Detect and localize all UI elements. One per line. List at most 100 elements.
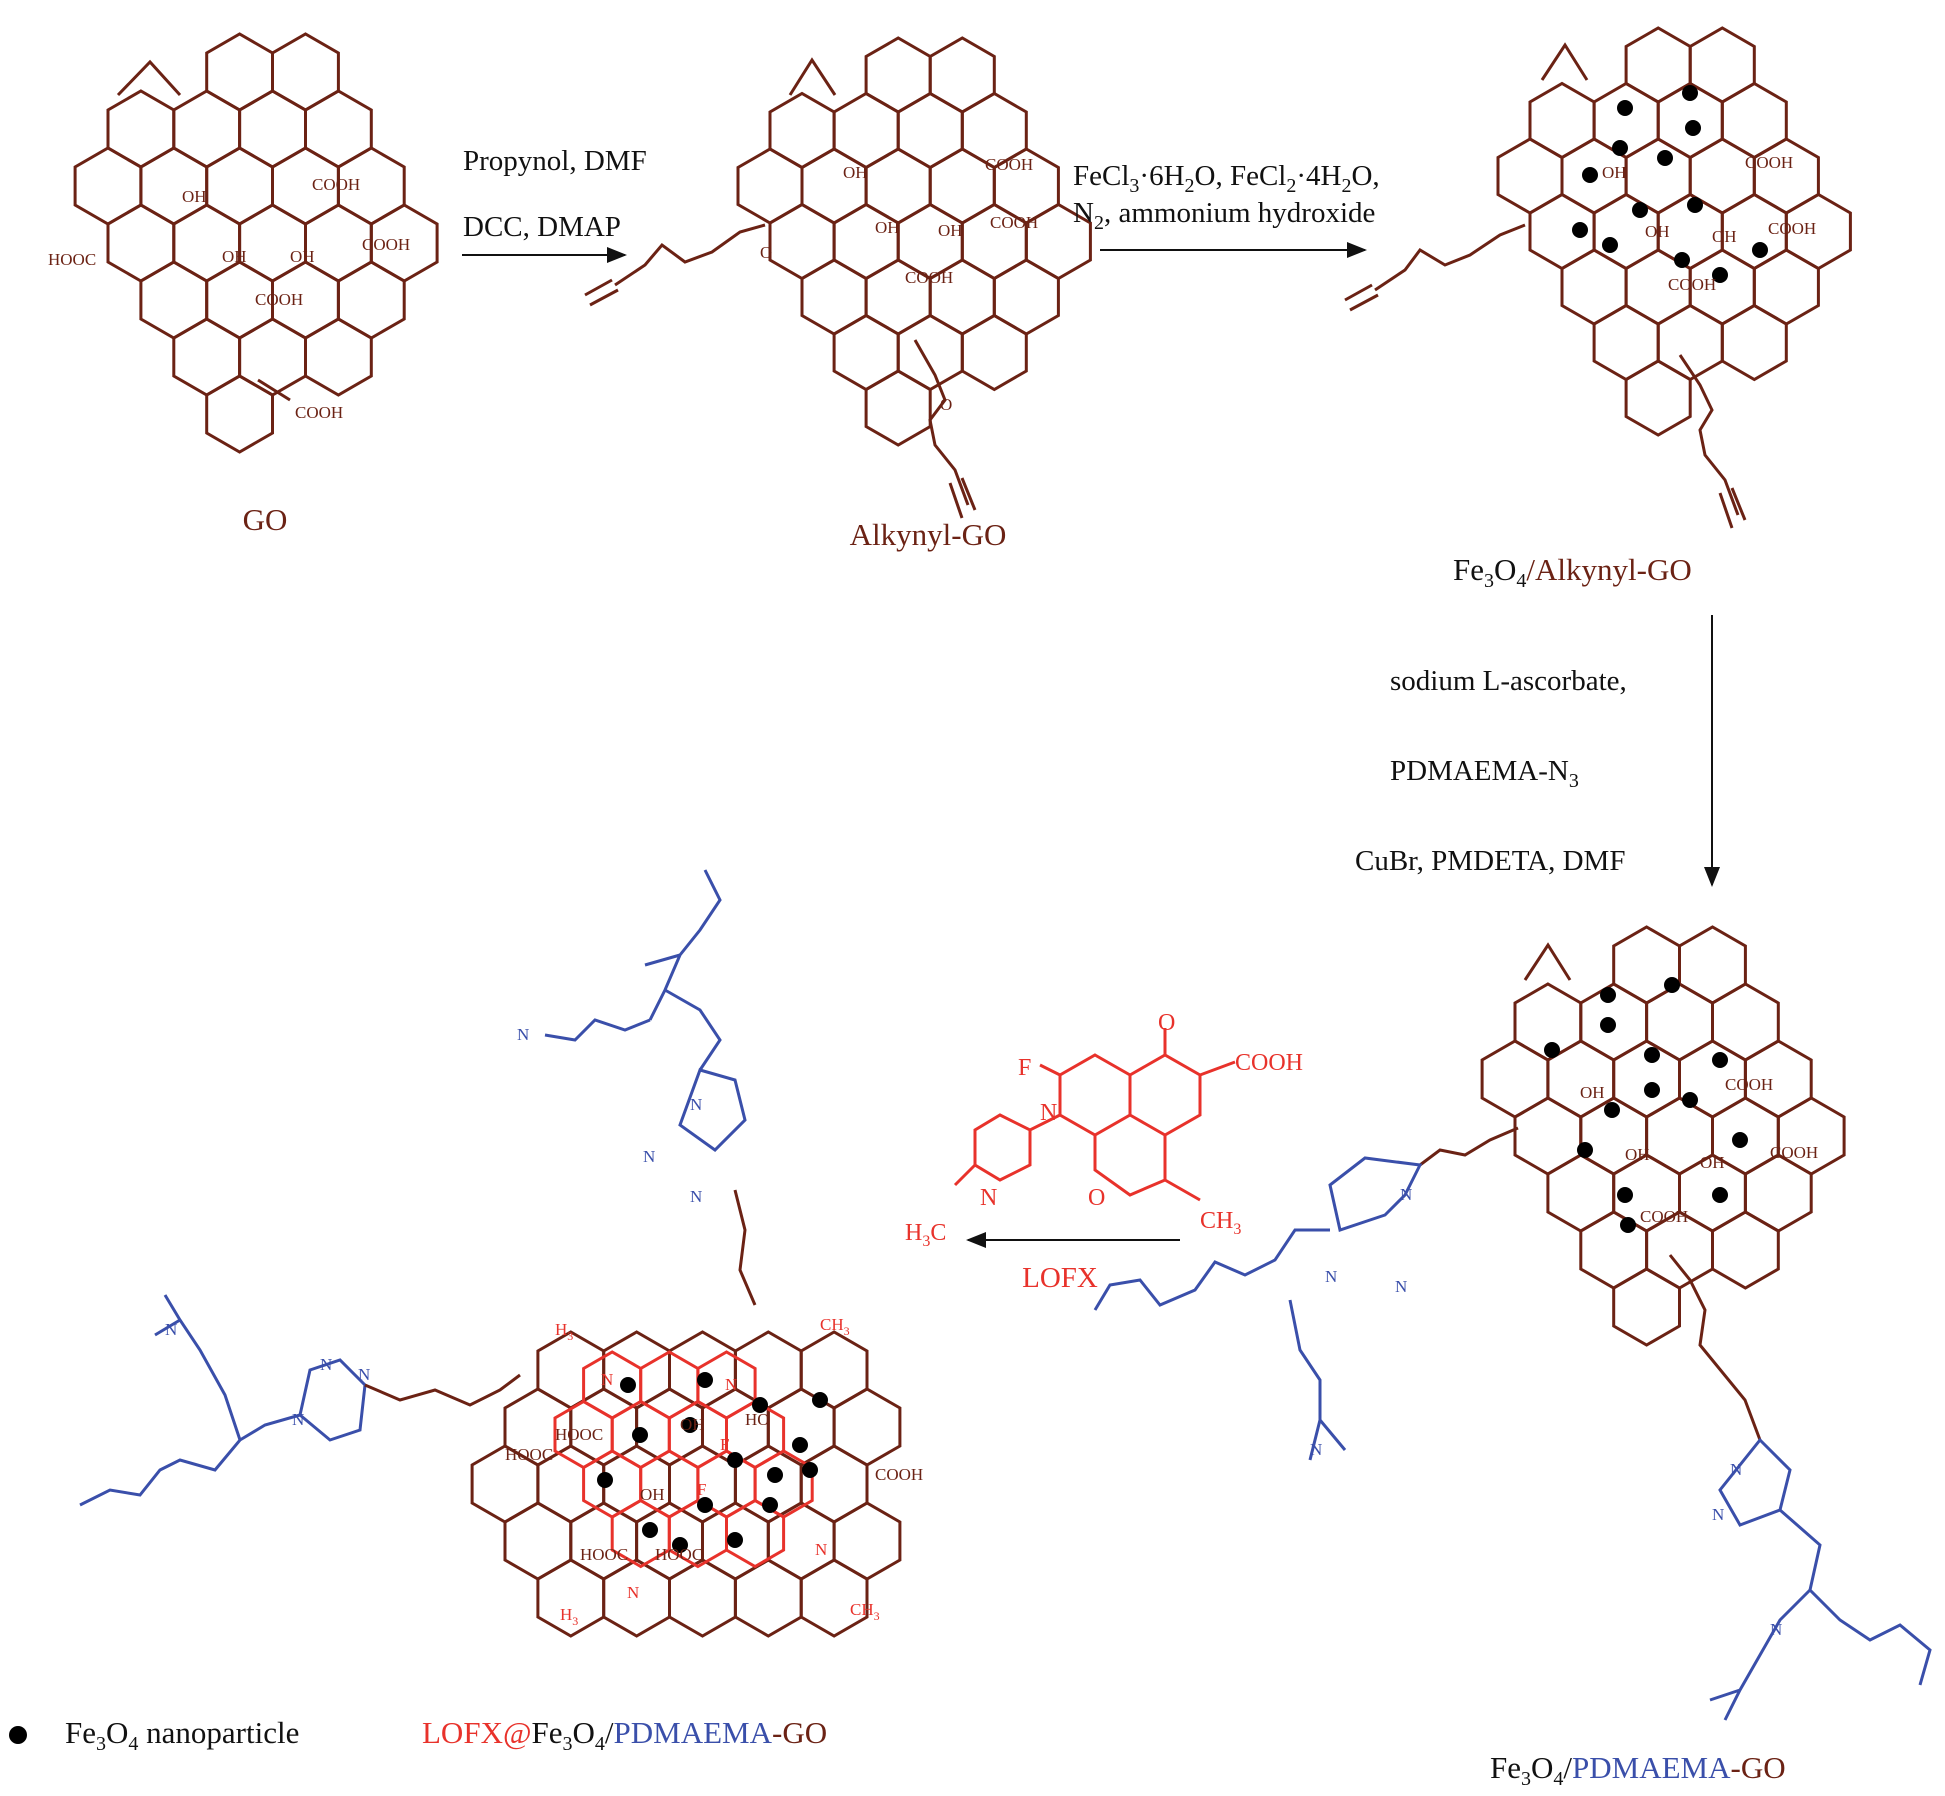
fe3o4-nanoparticle-dot — [1644, 1047, 1660, 1063]
final-top-linker — [733, 1189, 757, 1306]
alkynyl-go-ring — [864, 369, 932, 447]
fe3o4-nanoparticle-dot — [727, 1532, 743, 1548]
final-left-dmaema — [154, 1294, 242, 1441]
final-go-ring — [503, 1501, 573, 1581]
fe3o4-nanoparticle-dot — [1712, 1187, 1728, 1203]
fe3o4-nanoparticle-dot — [1752, 242, 1768, 258]
step3-line3: CuBr, PMDETA, DMF — [1355, 845, 1625, 877]
fe3o4-nanoparticle-dot — [1712, 1052, 1728, 1068]
step1-line1: Propynol, DMF — [463, 145, 647, 177]
fin-n-7: N — [690, 1187, 702, 1206]
go-cooh-1: COOH — [312, 175, 360, 194]
fin-ch3-2: CH3 — [850, 1600, 880, 1623]
fin-ch3-1: CH3 — [820, 1315, 850, 1338]
fe3o4-pdmaema-go-nanoparticles — [1544, 977, 1748, 1233]
pd-oh-1: OH — [1580, 1083, 1605, 1102]
final-go-ring — [832, 1501, 902, 1581]
fe-cooh-2: COOH — [1768, 219, 1816, 238]
left-triazole-ring — [1328, 1156, 1423, 1232]
fe3o4-nanoparticle-dot — [642, 1522, 658, 1538]
fe3o4-pdmaema-go-polymer — [1093, 1156, 1932, 1721]
fin-n-5: N — [690, 1095, 702, 1114]
step4-label: LOFX — [1022, 1262, 1098, 1294]
pd-cooh-3: COOH — [1640, 1207, 1688, 1226]
alkynyl-go-structure — [584, 36, 1092, 519]
alkynyl-go-label: Alkynyl-GO — [850, 517, 1007, 552]
fe3o4-pdmaema-go-ring — [1711, 1210, 1780, 1290]
fin-n-6: N — [643, 1147, 655, 1166]
final-top-chain — [644, 869, 722, 1071]
fe3o4-nanoparticle-dot — [1604, 1102, 1620, 1118]
fin-cooh-1: COOH — [875, 1465, 923, 1484]
alkynyl-go-bottom-ester — [913, 339, 977, 519]
pd-oh-3: OH — [1700, 1153, 1725, 1172]
fin-f-1: F — [720, 1435, 729, 1454]
fe3o4-pdmaema-go-structure — [1419, 925, 1846, 1441]
final-go-ring — [733, 1330, 803, 1410]
fe3o4-pdmaema-go-labels: OH OH OH COOH COOH COOH N N N N N N N — [1310, 1075, 1818, 1639]
final-labels: HO OH OH COOH HOOC HOOC HOOC HOOC CH3 CH… — [165, 1025, 923, 1628]
fe3o4-alkynyl-go-ring — [1752, 137, 1820, 215]
go-ring — [205, 374, 274, 454]
fe3o4-alkynyl-go-structure — [1344, 26, 1852, 529]
alkynyl-go-epoxide — [788, 57, 837, 96]
fe3o4-nanoparticle-dot — [620, 1377, 636, 1393]
fe3o4-alkynyl-go-ring — [1528, 81, 1596, 160]
fe3o4-alkynyl-go-ring — [1592, 303, 1660, 382]
lofx-n1: N — [1040, 1100, 1057, 1126]
alkynyl-go-ring — [800, 147, 868, 225]
fin-n-8: N — [320, 1355, 332, 1374]
fe3o4-alkynyl-go-ring — [1624, 137, 1692, 215]
pd-n-3: N — [1325, 1267, 1337, 1286]
lofx-ring-a — [1058, 1053, 1132, 1137]
go-hooc: HOOC — [48, 250, 96, 269]
fe3o4-nanoparticle-dot — [1657, 150, 1673, 166]
fe3o4-nanoparticle-dot — [727, 1452, 743, 1468]
fe3o4-pdmaema-go-left-linker — [1419, 1126, 1519, 1167]
fin-hooc-1: HOOC — [505, 1445, 553, 1464]
go-ring — [238, 89, 307, 169]
lofx-ring-b — [1129, 1053, 1202, 1137]
alkynyl-go-ring — [768, 202, 836, 281]
fe3o4-nanoparticle-dot — [752, 1397, 768, 1413]
left-dmaema-sidechain — [1288, 1299, 1347, 1461]
go-ring — [205, 146, 274, 226]
alk-oh-3: OH — [938, 221, 963, 240]
bottom-polymer-chain — [1779, 1508, 1932, 1686]
final-go-ring — [668, 1330, 737, 1410]
go-ring — [238, 317, 307, 397]
fe3o4-nanoparticle-dot — [1664, 977, 1680, 993]
fe3o4-nanoparticle-dot — [1674, 252, 1690, 268]
fe3o4-alkynyl-go-ring — [1688, 26, 1756, 104]
alkynyl-go-ring — [992, 258, 1060, 336]
fe3o4-nanoparticle-dot — [1685, 120, 1701, 136]
lofx-h3c: H3C — [905, 1220, 946, 1250]
alk-o-2: O — [940, 395, 952, 414]
fe3o4-alkynyl-go-ring — [1496, 137, 1564, 215]
fe3o4-nanoparticle-dot — [767, 1467, 783, 1483]
lofx-piperazine — [953, 1113, 1061, 1187]
fe3o4-nanoparticle-dot — [632, 1427, 648, 1443]
alkynyl-go-ring — [960, 313, 1028, 392]
fe3o4-nanoparticle-dot — [1644, 1082, 1660, 1098]
fe3o4-pdmaema-go-ring — [1743, 1153, 1813, 1233]
fin-oh-2: OH — [680, 1415, 705, 1434]
go-ring — [106, 89, 176, 169]
final-go-ring — [799, 1330, 869, 1410]
fe3o4-pdmaema-go-ring — [1480, 1039, 1550, 1119]
fe3o4-alkynyl-go-ring — [1624, 359, 1692, 437]
pd-n-7: N — [1770, 1620, 1782, 1639]
fe3o4-nanoparticle-dot — [672, 1537, 688, 1553]
go-sheet — [73, 32, 439, 454]
lofx-f: F — [1018, 1055, 1031, 1081]
fe3o4-nanoparticle-dot — [1544, 1042, 1560, 1058]
final-go-ring — [536, 1558, 606, 1638]
lofx-labels: COOH F O N N O H3C CH3 — [905, 1010, 1303, 1250]
pd-n-6: N — [1310, 1440, 1322, 1459]
go-ring — [172, 89, 242, 169]
fe3o4-pdmaema-go-ring — [1776, 1096, 1846, 1176]
fe3o4-pdmaema-go-ring — [1678, 925, 1747, 1005]
final-nanoparticles — [597, 1372, 828, 1553]
pd-oh-2: OH — [1625, 1145, 1650, 1164]
